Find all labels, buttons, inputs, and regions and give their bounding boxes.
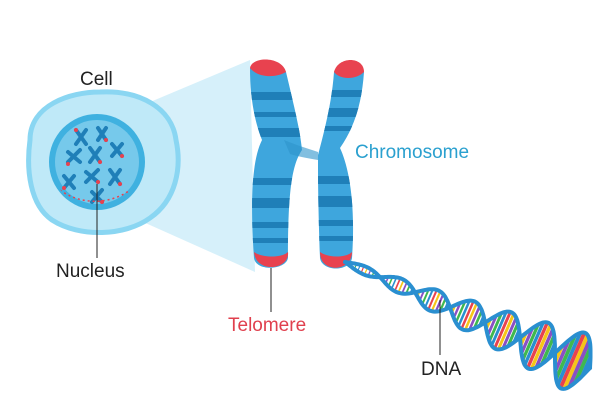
dna-base-pair [554,335,577,380]
chromosome-right-arm [318,60,364,269]
dna-base-pair [430,291,442,312]
dna-base-pair [493,311,512,349]
dna-base-pair [523,321,545,366]
dna-base-pair [556,332,582,386]
dna-base-pair [421,288,430,305]
telomere-top-left [250,59,286,77]
dna-base-pair [390,277,398,290]
telomere-top-right [334,60,364,78]
dna-strand-b [343,260,593,371]
nucleus-label: Nucleus [56,261,125,282]
dna-base-pair [496,313,516,351]
dna-base-pair [506,322,520,347]
dna-base-pair [562,334,590,390]
dna-base-pair [454,300,467,324]
dna-base-pair [521,323,540,361]
dna-base-pair [558,331,587,389]
dna-strand-a [343,260,592,391]
dna-base-pair [534,328,555,369]
dna-base-pair [573,346,593,383]
dna-base-pair [424,288,434,308]
dna-base-pair [457,300,471,327]
telomere-label: Telomere [228,315,307,336]
chromosome [250,59,364,269]
dna-base-pair [486,315,498,337]
dna-base-pair [553,339,571,373]
dna-base-pair [460,300,475,330]
nucleus-chromosomes [59,126,131,204]
dna-helix [343,260,593,391]
dna-base-pair [427,289,438,311]
dna-base-pair [397,279,405,294]
dna-base-pair [529,323,553,370]
dna-base-pair [567,339,592,388]
dna-base-pair [520,327,534,354]
dna-label: DNA [421,359,462,380]
dna-base-pair [463,302,479,331]
dna-base-pair [540,334,556,365]
dna-base-pair [393,277,402,292]
dna-base-pair [468,305,481,331]
dna-base-pair [472,310,484,329]
dna-base-pair [488,312,503,342]
dna-base-pair [501,317,518,350]
chromosome-centromere [284,140,318,160]
cell [26,89,181,236]
telomere-bottom-right [320,252,352,268]
chromosome-left-arm [250,59,302,268]
telomere-bottom-left [254,252,289,268]
cell-label: Cell [80,69,113,90]
chromosome-label: Chromosome [355,142,470,163]
dna-base-pair [490,311,508,347]
dna-base-pair [526,321,549,369]
